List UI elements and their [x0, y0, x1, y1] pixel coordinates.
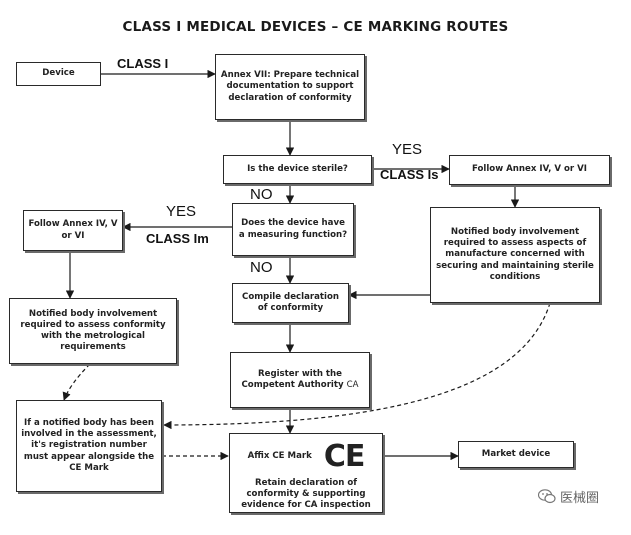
node-annex-vii: Annex VII: Prepare technical documentati… — [215, 54, 365, 120]
node-follow-annex-measuring: Follow Annex IV, V or VI — [23, 210, 123, 251]
node-market-device: Market device — [458, 441, 574, 468]
diagram-title: CLASS I MEDICAL DEVICES – CE MARKING ROU… — [122, 19, 509, 35]
node-nb-sterile: Notified body involvement required to as… — [430, 207, 600, 303]
ce-mark-symbol: CE — [323, 439, 366, 474]
node-affix-ce: Affix CE Mark CE Retain declaration of c… — [229, 433, 383, 513]
label-class-i: CLASS I — [117, 56, 169, 71]
node-follow-annex-sterile: Follow Annex IV, V or VI — [449, 155, 610, 185]
node-measuring-question: Does the device have a measuring functio… — [232, 203, 354, 256]
label-no-measuring: NO — [250, 259, 273, 276]
register-text: Register with the Competent Authority CA — [241, 368, 359, 390]
affix-ce-row: Affix CE Mark CE — [247, 439, 366, 474]
node-registration-number: If a notified body has been involved in … — [16, 400, 162, 492]
label-yes-measuring: YES — [166, 203, 197, 220]
node-nb-metrological: Notified body involvement required to as… — [9, 298, 177, 364]
watermark: 医械圈 — [538, 487, 599, 506]
ca-abbrev: CA — [346, 380, 359, 390]
label-class-im: CLASS Im — [146, 231, 209, 246]
retain-text: Retain declaration of conformity & suppo… — [241, 478, 371, 511]
label-no-sterile: NO — [250, 186, 273, 203]
node-register-ca: Register with the Competent Authority CA — [230, 352, 370, 408]
watermark-text: 医械圈 — [560, 491, 600, 506]
dashed-arrow-metrological-to-registration — [62, 363, 91, 401]
label-yes-sterile: YES — [392, 141, 423, 158]
wechat-icon — [538, 489, 556, 504]
label-class-is: CLASS Is — [380, 167, 439, 182]
node-compile-declaration: Compile declaration of conformity — [232, 283, 349, 323]
dashed-arrow-sterile-nb-to-registration — [163, 302, 551, 430]
node-device: Device — [16, 62, 101, 86]
affix-ce-label: Affix CE Mark — [247, 451, 312, 462]
node-sterile-question: Is the device sterile? — [223, 155, 372, 184]
